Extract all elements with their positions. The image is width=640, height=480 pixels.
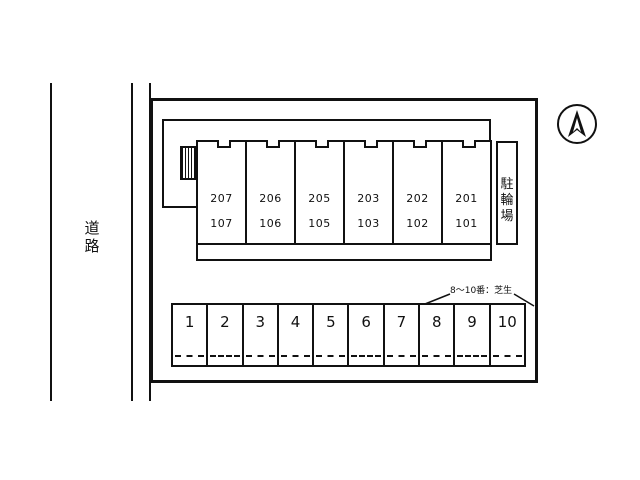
building-front-strip xyxy=(196,243,492,261)
parking-space-number: 9 xyxy=(467,313,477,331)
parking-space-line xyxy=(422,355,452,357)
north-arrow-glyph xyxy=(568,110,586,137)
unit-lower-number: 103 xyxy=(357,217,380,230)
parking-space-line xyxy=(351,355,381,357)
parking-space-line xyxy=(492,355,522,357)
unit-207-107: 207 107 xyxy=(198,140,247,243)
parking-space-line xyxy=(245,355,275,357)
parking-space-line xyxy=(457,355,487,357)
parking-space: 7 xyxy=(385,305,421,365)
unit-door-notch xyxy=(216,140,231,148)
stairs xyxy=(180,146,197,180)
unit-202-102: 202 102 xyxy=(394,140,443,243)
apartment-building: 207 107 206 106 205 105 203 103 202 102 … xyxy=(196,140,492,245)
parking-row: 1 2 3 4 5 6 7 8 9 10 xyxy=(171,303,526,367)
unit-205-105: 205 105 xyxy=(296,140,345,243)
unit-door-notch xyxy=(265,140,280,148)
parking-space: 1 xyxy=(173,305,209,365)
parking-space: 4 xyxy=(279,305,315,365)
parking-space-line xyxy=(316,355,346,357)
north-arrow-icon xyxy=(557,104,597,144)
unit-lower-number: 106 xyxy=(259,217,282,230)
unit-upper-number: 206 xyxy=(259,192,282,205)
road-edge-right xyxy=(131,83,133,401)
unit-203-103: 203 103 xyxy=(345,140,394,243)
unit-201-101: 201 101 xyxy=(443,140,490,243)
unit-upper-number: 205 xyxy=(308,192,331,205)
parking-space-number: 7 xyxy=(396,313,407,331)
parking-space: 5 xyxy=(314,305,350,365)
unit-door-notch xyxy=(412,140,427,148)
bicycle-parking: 駐輪場 xyxy=(496,141,518,245)
parking-space: 9 xyxy=(455,305,491,365)
parking-space-number: 6 xyxy=(361,313,371,331)
parking-space: 8 xyxy=(420,305,456,365)
parking-space-number: 1 xyxy=(184,313,195,331)
unit-upper-number: 203 xyxy=(357,192,380,205)
parking-space-number: 8 xyxy=(431,313,442,331)
unit-door-notch xyxy=(461,140,476,148)
parking-space-line xyxy=(280,355,311,357)
parking-space-number: 10 xyxy=(497,313,517,331)
parking-space: 10 xyxy=(491,305,524,365)
parking-space: 6 xyxy=(349,305,385,365)
bicycle-parking-label: 駐輪場 xyxy=(500,177,514,224)
unit-upper-number: 207 xyxy=(210,192,233,205)
parking-space-number: 5 xyxy=(326,313,336,331)
unit-door-notch xyxy=(363,140,378,148)
parking-space-line xyxy=(175,355,205,357)
parking-space-number: 4 xyxy=(290,313,301,331)
parking-space-number: 2 xyxy=(220,313,230,331)
parking-space: 2 xyxy=(208,305,244,365)
parking-space: 3 xyxy=(244,305,279,365)
unit-lower-number: 102 xyxy=(406,217,429,230)
road-label: 道路 xyxy=(84,219,100,255)
parking-space-line xyxy=(210,355,240,357)
unit-upper-number: 202 xyxy=(406,192,429,205)
unit-lower-number: 105 xyxy=(308,217,331,230)
road-edge-left xyxy=(50,83,52,401)
parking-space-line xyxy=(386,355,417,357)
unit-upper-number: 201 xyxy=(455,192,478,205)
lawn-note: 8～10番：芝生 xyxy=(450,286,513,296)
parking-space-number: 3 xyxy=(255,313,266,331)
unit-lower-number: 107 xyxy=(210,217,233,230)
unit-door-notch xyxy=(314,140,329,148)
unit-lower-number: 101 xyxy=(455,217,478,230)
unit-206-106: 206 106 xyxy=(247,140,296,243)
